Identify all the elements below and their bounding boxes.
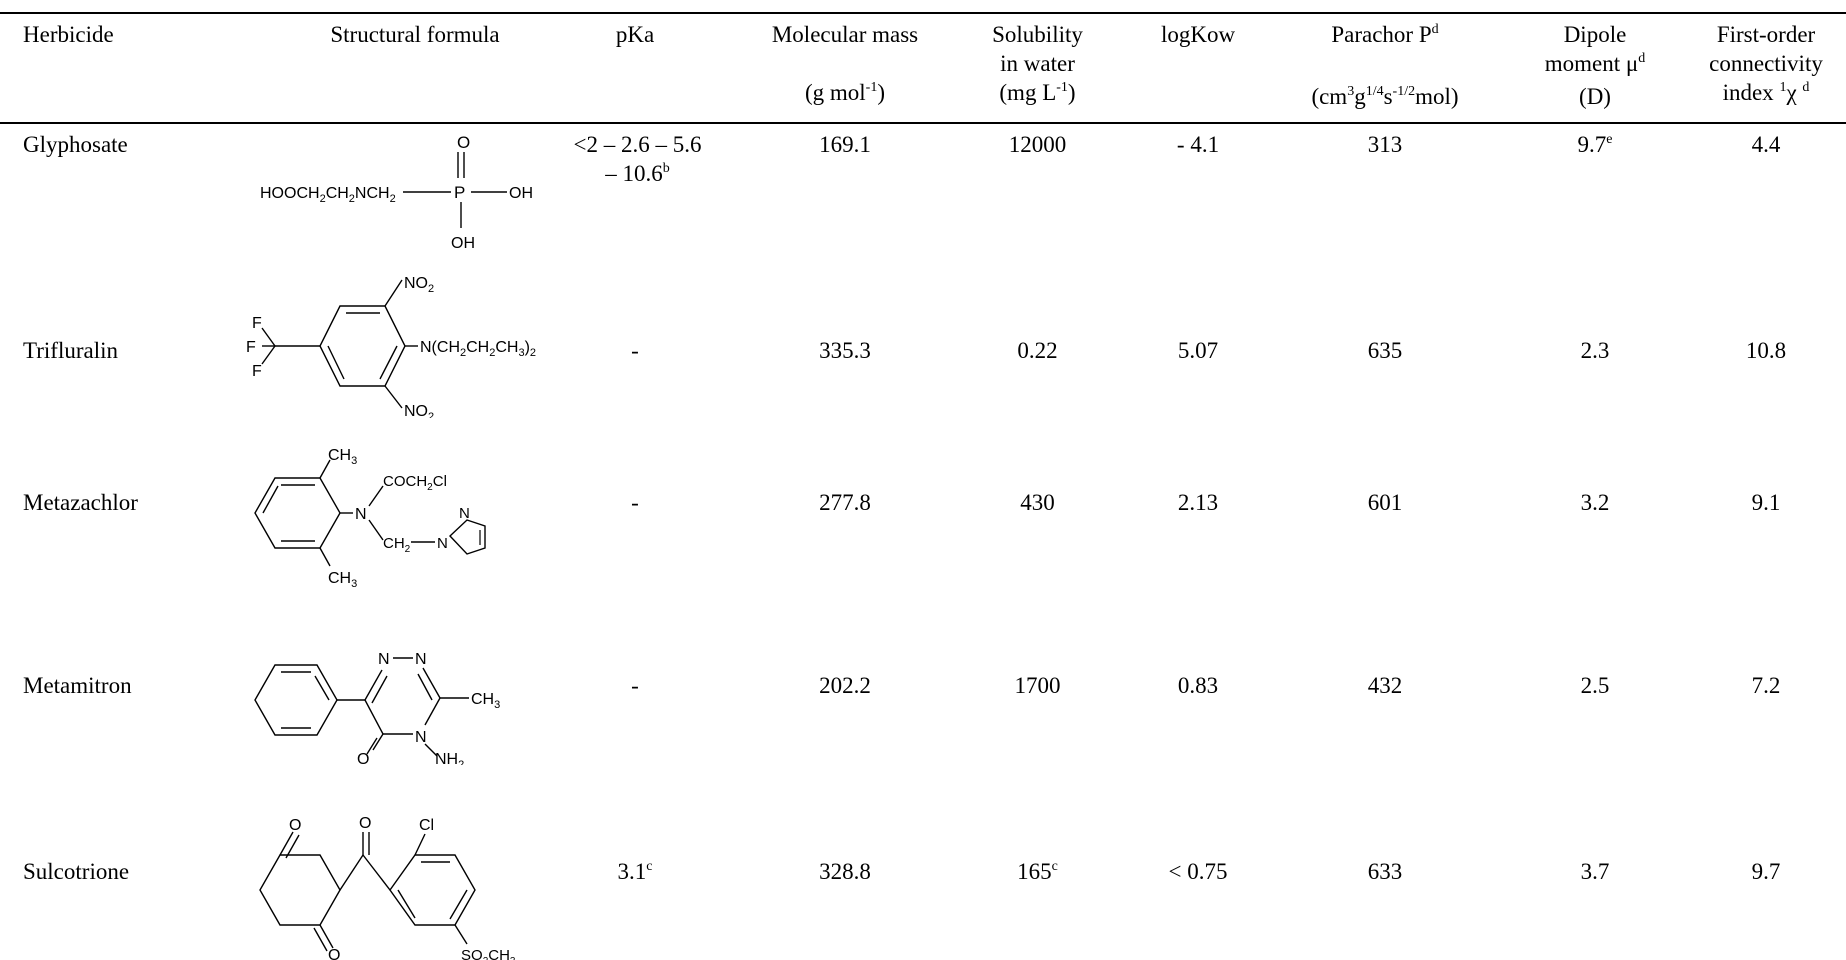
sulcotrione-structure: O O O Cl SO2CH3	[259, 815, 516, 960]
row-sulcotrione-connectivity: 9.7	[1751, 859, 1781, 884]
row-sulcotrione-dipole: 3.7	[1580, 859, 1610, 884]
row-glyphosate-dipole: 9.7e	[1577, 132, 1613, 157]
atom-o: O	[357, 751, 369, 765]
row-metamitron-pka: -	[631, 673, 639, 698]
no2-top: NO2	[404, 275, 434, 295]
row-metamitron-parachor: 432	[1367, 673, 1403, 698]
atom-oh-bottom: OH	[451, 235, 475, 252]
solubility-unit: (mg L-1)	[999, 80, 1076, 105]
row-glyphosate-name: Glyphosate	[23, 132, 128, 157]
atom-f3: F	[252, 363, 262, 380]
row-metazachlor-name: Metazachlor	[23, 490, 138, 515]
nh2-label: NH2	[435, 751, 464, 765]
row-trifluralin-logkow: 5.07	[1177, 338, 1219, 363]
row-metazachlor-pka: -	[631, 490, 639, 515]
row-metazachlor-logkow: 2.13	[1177, 490, 1219, 515]
atom-p: P	[454, 183, 465, 202]
atom-n2: N	[415, 651, 427, 668]
header-molecular-mass: Molecular mass (g mol-1)	[740, 20, 950, 111]
row-glyphosate-molecular-mass: 169.1	[819, 132, 871, 157]
ch3-bottom: CH3	[328, 570, 357, 590]
ch2-label: CH2	[383, 535, 411, 555]
header-solubility: Solubility in water (mg L-1)	[975, 20, 1100, 111]
header-dipole-moment: Dipole moment μd (D)	[1544, 22, 1646, 109]
row-trifluralin-pka: -	[631, 338, 639, 363]
row-metamitron-solubility: 1700	[1014, 673, 1061, 698]
row-metamitron-connectivity: 7.2	[1751, 673, 1781, 698]
row-metazachlor-solubility: 430	[1020, 490, 1055, 515]
n-ring: N	[437, 535, 448, 552]
coch2cl-label: COCH2Cl	[383, 473, 447, 493]
row-metazachlor-molecular-mass: 277.8	[819, 490, 871, 515]
parachor-unit: (cm3g1/4s-1/2mol)	[1311, 84, 1459, 109]
atom-o2: O	[328, 947, 340, 960]
metazachlor-structure: CH3 CH3 N COCH2Cl CH2 N N	[254, 448, 486, 590]
atom-cl: Cl	[419, 817, 434, 834]
row-sulcotrione-molecular-mass: 328.8	[819, 859, 871, 884]
atom-n3: N	[415, 729, 427, 746]
molecular-mass-unit: (g mol-1)	[804, 80, 886, 105]
row-metazachlor-dipole: 3.2	[1580, 490, 1610, 515]
row-metazachlor-parachor: 601	[1367, 490, 1403, 515]
atom-n1: N	[378, 651, 390, 668]
row-sulcotrione-solubility: 165c	[1017, 859, 1058, 884]
row-metamitron-dipole: 2.5	[1580, 673, 1610, 698]
row-glyphosate-logkow: - 4.1	[1176, 132, 1220, 157]
row-trifluralin-name: Trifluralin	[23, 338, 118, 363]
row-sulcotrione-logkow: < 0.75	[1168, 859, 1228, 884]
so2ch3-label: SO2CH3	[461, 947, 516, 960]
row-trifluralin-connectivity: 10.8	[1745, 338, 1787, 363]
row-sulcotrione-parachor: 633	[1367, 859, 1403, 884]
header-rule	[0, 122, 1846, 124]
row-metamitron-name: Metamitron	[23, 673, 132, 698]
header-structural-formula: Structural formula	[330, 22, 500, 47]
row-trifluralin-dipole: 2.3	[1580, 338, 1610, 363]
row-trifluralin-molecular-mass: 335.3	[819, 338, 871, 363]
n-ring2: N	[459, 505, 470, 522]
ch3-top: CH3	[328, 448, 357, 467]
row-metamitron-molecular-mass: 202.2	[819, 673, 871, 698]
row-glyphosate-connectivity: 4.4	[1751, 132, 1781, 157]
no2-bottom: NO2	[404, 403, 434, 418]
atom-o: O	[457, 133, 470, 152]
metamitron-structure: N N CH3 N O NH2	[254, 651, 500, 765]
row-sulcotrione-name: Sulcotrione	[23, 859, 130, 884]
header-parachor: Parachor Pd (cm3g1/4s-1/2mol)	[1285, 20, 1485, 115]
header-herbicide: Herbicide	[23, 22, 114, 47]
atom-oh-right: OH	[509, 185, 533, 202]
top-rule	[0, 12, 1846, 14]
trifluralin-structure: NO2 NO2 F F F N(CH2CH2CH3)2	[246, 275, 536, 418]
row-metamitron-logkow: 0.83	[1177, 673, 1219, 698]
glyphosate-structure: O HOOCH2CH2NCH2 P OH OH	[260, 133, 533, 252]
row-glyphosate-pka: <2 – 2.6 – 5.6 – 10.6b	[573, 132, 702, 186]
row-metazachlor-connectivity: 9.1	[1751, 490, 1781, 515]
row-sulcotrione-pka: 3.1c	[617, 859, 653, 884]
atom-f1: F	[252, 315, 262, 332]
amine-label: N(CH2CH2CH3)2	[420, 339, 536, 359]
row-glyphosate-parachor: 313	[1367, 132, 1403, 157]
atom-n: N	[355, 506, 367, 523]
row-trifluralin-solubility: 0.22	[1017, 338, 1058, 363]
ch3-label: CH3	[471, 691, 500, 711]
atom-f2: F	[246, 339, 256, 356]
row-glyphosate-solubility: 12000	[1008, 132, 1067, 157]
header-logkow: logKow	[1160, 22, 1236, 47]
header-pka: pKa	[615, 22, 655, 47]
header-connectivity-index: First-order connectivity index 1χ d	[1709, 22, 1823, 105]
row-trifluralin-parachor: 635	[1367, 338, 1403, 363]
chain-label: HOOCH2CH2NCH2	[260, 185, 396, 205]
atom-o3: O	[359, 815, 371, 832]
atom-o1: O	[289, 817, 301, 834]
